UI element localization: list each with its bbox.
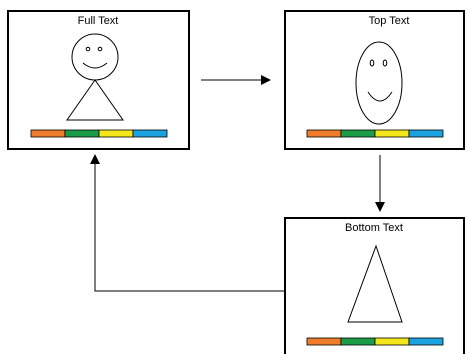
color-segment: [30, 129, 66, 138]
panel-top-text: Top Text: [284, 10, 465, 150]
panel-full-text-title: Full Text: [78, 15, 119, 27]
color-segment: [306, 129, 342, 138]
color-bar: [30, 129, 168, 138]
color-segment: [306, 337, 342, 346]
arrow-bottom-to-full: [90, 154, 285, 292]
color-segment: [64, 129, 100, 138]
panel-top-text-title: Top Text: [369, 15, 410, 27]
color-segment: [132, 129, 168, 138]
color-segment: [374, 337, 410, 346]
oval-face: [355, 41, 403, 125]
color-segment: [408, 129, 444, 138]
color-segment: [98, 129, 134, 138]
panel-bottom-text: Bottom Text: [284, 217, 465, 354]
color-bar: [306, 129, 444, 138]
panel-bottom-text-title: Bottom Text: [345, 222, 403, 234]
stick-figure: [66, 33, 124, 121]
color-segment: [340, 337, 376, 346]
triangle-body: [347, 244, 403, 323]
color-segment: [340, 129, 376, 138]
color-segment: [408, 337, 444, 346]
color-segment: [374, 129, 410, 138]
color-bar: [306, 337, 444, 346]
panel-full-text: Full Text: [7, 10, 190, 150]
